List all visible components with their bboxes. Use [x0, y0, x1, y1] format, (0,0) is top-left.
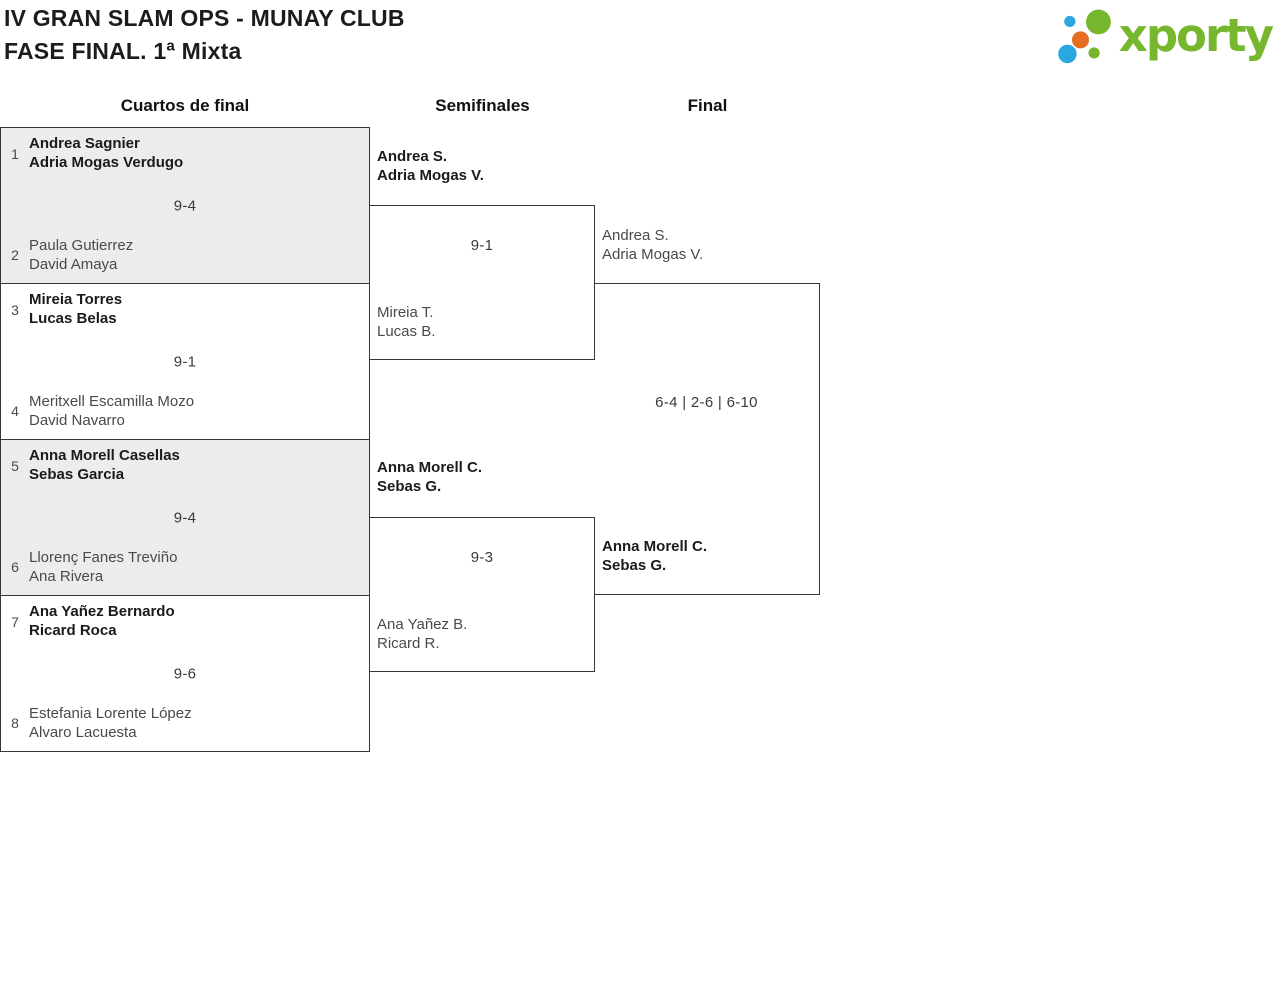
player-name: Andrea Sagnier	[29, 135, 140, 152]
player-name: Adria Mogas V.	[377, 166, 484, 184]
qf2-top-seed: 3	[11, 302, 19, 318]
qf4-bottom-team: Estefania Lorente López Alvaro Lacuesta	[29, 705, 192, 742]
qf2-bottom-seed: 4	[11, 403, 19, 419]
xporty-logo-text: xporty	[1118, 9, 1274, 62]
qf-match-4: 7 Ana Yañez Bernardo Ricard Roca 9-6 Est…	[0, 595, 370, 752]
player-name: Estefania Lorente López	[29, 705, 192, 722]
qf-match-3: 5 Anna Morell Casellas Sebas Garcia 9-4 …	[0, 439, 370, 596]
xporty-logo-dots-icon	[1058, 9, 1111, 64]
sf2-bottom-team: Ana Yañez B. Ricard R.	[377, 616, 467, 653]
qf3-bottom-team: Llorenç Fanes Treviño Ana Rivera	[29, 549, 177, 586]
round-header-final: Final	[687, 96, 728, 115]
xporty-logo[interactable]: xporty	[1049, 1, 1274, 71]
qf4-top-seed: 7	[11, 614, 19, 630]
player-name: Sebas Garcia	[29, 465, 125, 483]
qf3-score: 9-4	[173, 509, 197, 526]
player-name: Adria Mogas V.	[602, 245, 704, 263]
player-name: Ana Yañez Bernardo	[29, 603, 175, 620]
player-name: Mireia T.	[377, 304, 434, 321]
player-name: Ricard Roca	[29, 621, 117, 639]
player-name: Paula Gutierrez	[29, 237, 134, 254]
final-score: 6-4 | 2-6 | 6-10	[655, 394, 758, 411]
qf-match-2: 3 Mireia Torres Lucas Belas 9-1 Meritxel…	[0, 283, 370, 440]
player-name: Andrea S.	[602, 227, 669, 244]
qf4-score: 9-6	[173, 665, 197, 682]
player-name: Ana Yañez B.	[377, 616, 468, 633]
qf2-score: 9-1	[173, 353, 197, 370]
player-name: Ricard R.	[377, 634, 440, 652]
sf2-score: 9-3	[470, 549, 494, 566]
player-name: David Amaya	[29, 255, 118, 273]
qf1-bottom-team: Paula Gutierrez David Amaya	[29, 237, 133, 274]
qf3-bottom-seed: 6	[11, 559, 19, 575]
quarterfinals-column: 1 Andrea Sagnier Adria Mogas Verdugo 9-4…	[0, 127, 370, 752]
player-name: Anna Morell Casellas	[29, 447, 180, 464]
player-name: Lucas B.	[377, 322, 436, 340]
round-header-quarterfinals: Cuartos de final	[120, 96, 250, 115]
qf1-score: 9-4	[173, 197, 197, 214]
player-name: Adria Mogas Verdugo	[29, 153, 184, 171]
qf2-top-team: Mireia Torres Lucas Belas	[29, 291, 122, 328]
sf1-top-team: Andrea S. Adria Mogas V.	[377, 148, 484, 185]
qf4-bottom-seed: 8	[11, 715, 19, 731]
sf1-score: 9-1	[470, 237, 494, 254]
player-name: Llorenç Fanes Treviño	[29, 549, 178, 566]
qf1-bottom-seed: 2	[11, 247, 19, 263]
player-name: Anna Morell C.	[602, 538, 708, 555]
player-name: Alvaro Lacuesta	[29, 723, 137, 741]
sf1-bottom-team: Mireia T. Lucas B.	[377, 304, 435, 341]
player-name: Lucas Belas	[29, 309, 117, 327]
page-title: IV GRAN SLAM OPS - MUNAY CLUB	[4, 5, 405, 31]
player-name: Ana Rivera	[29, 567, 104, 585]
sf2-top-team: Anna Morell C. Sebas G.	[377, 459, 482, 496]
player-name: Sebas G.	[602, 556, 667, 574]
page-title-block: IV GRAN SLAM OPS - MUNAY CLUB FASE FINAL…	[4, 2, 405, 68]
final-top-team: Andrea S. Adria Mogas V.	[602, 227, 703, 264]
qf3-top-seed: 5	[11, 458, 19, 474]
qf1-top-seed: 1	[11, 146, 19, 162]
player-name: Sebas G.	[377, 477, 442, 495]
qf1-top-team: Andrea Sagnier Adria Mogas Verdugo	[29, 135, 183, 172]
qf-match-1: 1 Andrea Sagnier Adria Mogas Verdugo 9-4…	[0, 127, 370, 284]
qf4-top-team: Ana Yañez Bernardo Ricard Roca	[29, 603, 175, 640]
qf3-top-team: Anna Morell Casellas Sebas Garcia	[29, 447, 180, 484]
player-name: David Navarro	[29, 411, 125, 429]
player-name: Mireia Torres	[29, 291, 123, 308]
player-name: Meritxell Escamilla Mozo	[29, 393, 195, 410]
player-name: Andrea S.	[377, 148, 448, 165]
final-bottom-team: Anna Morell C. Sebas G.	[602, 538, 707, 575]
final-match-box: 6-4 | 2-6 | 6-10	[594, 283, 820, 595]
round-header-semifinals: Semifinales	[435, 96, 530, 115]
sf-match-1-box: 9-1	[369, 205, 595, 360]
player-name: Anna Morell C.	[377, 459, 483, 476]
qf2-bottom-team: Meritxell Escamilla Mozo David Navarro	[29, 393, 194, 430]
page-subtitle: FASE FINAL. 1ª Mixta	[4, 38, 242, 64]
